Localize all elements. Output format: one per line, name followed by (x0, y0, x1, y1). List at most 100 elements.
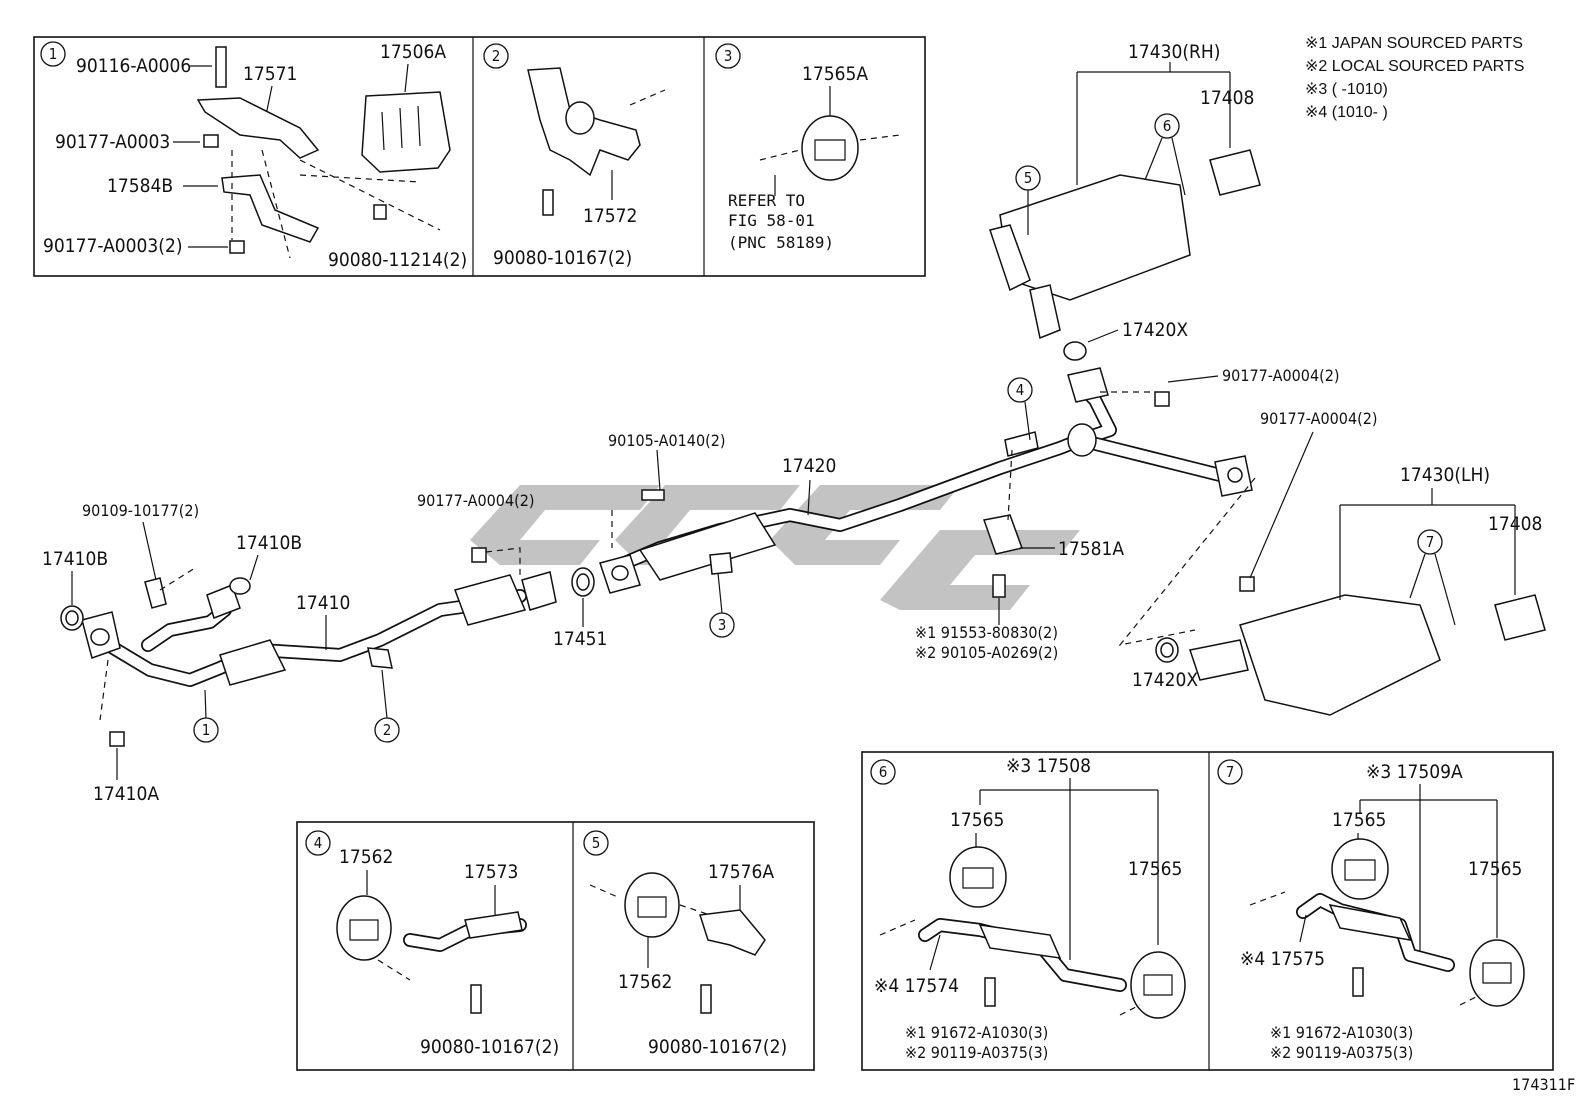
bolt-part (542, 189, 554, 216)
bolt-90105-A0140 (641, 489, 665, 501)
label-17420X-lh: 17420X (1132, 669, 1198, 691)
label-17410A: 17410A (93, 783, 159, 805)
label-17451: 17451 (553, 628, 607, 650)
bolt-part (373, 204, 387, 220)
inset-2-marker (483, 43, 509, 69)
bolt-part (1352, 967, 1364, 997)
label-17565-7a: 17565 (1332, 809, 1386, 831)
note-japan-sourced: ※1 JAPAN SOURCED PARTS (1305, 35, 1523, 52)
inset-3-number: 3 (724, 47, 733, 65)
inset-1-marker (40, 41, 66, 67)
muffler-lh-17430: 7 (1155, 529, 1546, 716)
label-17581A: 17581A (1058, 538, 1124, 560)
hanger-17565-part-7b (1469, 939, 1525, 1007)
label-90080-10167-2-5: 90080-10167(2) (648, 1036, 787, 1058)
label-17562-5: 17562 (618, 971, 672, 993)
label-90177-A0003: 90177-A0003 (55, 131, 170, 153)
callout-7-top-marker (1417, 529, 1443, 555)
label-90105-A0269-2: ※2 90105-A0269(2) (915, 643, 1058, 662)
rh-outlet-flange (1067, 367, 1109, 403)
label-17574: ※4 17574 (874, 975, 959, 997)
inset-panel-bottom-center (296, 821, 815, 1071)
center-pipe-17420 (471, 367, 1256, 646)
label-17508: ※3 17508 (1006, 755, 1091, 777)
catalytic-converter-rear (454, 574, 527, 626)
muffler-lh-inlet (1189, 639, 1249, 681)
label-90080-11214-2: 90080-11214(2) (328, 249, 467, 271)
front-pipe-17410 (60, 567, 557, 747)
bracket-17584B-part (221, 174, 320, 243)
bolt-part (700, 984, 712, 1014)
callout-7-top-number: 7 (1426, 533, 1435, 551)
inset-1: 1 90116-A0006 17571 17506A 90177-A0003 1… (40, 41, 467, 271)
inset-5: 5 17576A 17562 90080-10167(2) (583, 830, 787, 1058)
nut-center (471, 547, 487, 563)
label-17575: ※4 17575 (1240, 948, 1325, 970)
label-90177-A0004-lh: 90177-A0004(2) (1260, 409, 1377, 428)
label-90177-A0004-center: 90177-A0004(2) (417, 491, 534, 510)
inset-6-marker (870, 759, 896, 785)
note-until-1010: ※3 ( -1010) (1305, 81, 1388, 98)
refer-line-2: FIG 58-01 (728, 211, 815, 230)
rear-flange-17410 (521, 571, 557, 611)
refer-line-1: REFER TO (728, 191, 805, 210)
label-17420X-rh: 17420X (1122, 319, 1188, 341)
label-90080-10167-2-4: 90080-10167(2) (420, 1036, 559, 1058)
label-17584B: 17584B (107, 175, 173, 197)
label-17430-LH: 17430(LH) (1400, 464, 1490, 486)
watermark-logo (470, 485, 1080, 610)
inset-5-marker (583, 830, 609, 856)
muffler-rh-17430: 5 6 (989, 113, 1261, 361)
callout-2-number: 2 (383, 721, 392, 739)
hanger-17562-part-5 (624, 872, 680, 938)
label-17572: 17572 (583, 205, 637, 227)
callout-6-top-marker (1154, 113, 1180, 139)
label-17565-6b: 17565 (1128, 858, 1182, 880)
label-90119-A0375-3-6: ※2 90119-A0375(3) (905, 1043, 1048, 1062)
label-90080-10167-2: 90080-10167(2) (493, 247, 632, 269)
tail-pipe-17408-rh (1209, 149, 1261, 196)
note-from-1010: ※4 (1010- ) (1305, 104, 1388, 121)
bolt-support (992, 574, 1006, 598)
callout-4-number: 4 (1016, 381, 1025, 399)
label-91553-80830-2: ※1 91553-80830(2) (915, 623, 1058, 642)
hanger-bracket-3 (709, 552, 733, 575)
bracket-17571-part (196, 97, 320, 159)
label-91672-A1030-3-6: ※1 91672-A1030(3) (905, 1023, 1048, 1042)
hanger-17576A-part (699, 909, 766, 956)
label-90105-A0140-2: 90105-A0140(2) (608, 431, 725, 450)
gasket-17420X-rh (1063, 341, 1087, 361)
label-17565-6a: 17565 (950, 809, 1004, 831)
label-17576A: 17576A (708, 861, 774, 883)
label-17506A: 17506A (380, 41, 446, 63)
label-90116-A0006: 90116-A0006 (76, 55, 191, 77)
inset-6-number: 6 (879, 763, 888, 781)
bolt-part (470, 984, 482, 1014)
inset-2: 2 17572 90080-10167(2) (483, 43, 666, 269)
main-labels: 17430(RH) 17408 17420X 90177-A0004(2) 90… (42, 41, 1542, 805)
nut-part (203, 134, 219, 148)
inset-panel-bottom-right (861, 751, 1554, 1071)
label-90177-A0004-rh: 90177-A0004(2) (1222, 366, 1339, 385)
label-17430-RH: 17430(RH) (1128, 41, 1220, 63)
center-joint (1067, 423, 1097, 457)
hanger-17565-part-6b (1130, 951, 1186, 1019)
muffler-lh-body (1239, 594, 1441, 716)
label-17562-4: 17562 (339, 846, 393, 868)
hanger-bracket-2 (367, 647, 393, 669)
inset-5-number: 5 (592, 834, 601, 852)
main-callouts: 1 2 3 4 (193, 377, 1033, 743)
inset-7-marker (1217, 759, 1243, 785)
label-17565-7b: 17565 (1468, 858, 1522, 880)
refer-line-3: (PNC 58189) (728, 233, 834, 252)
hanger-17565-part-7a (1331, 838, 1389, 900)
label-17420: 17420 (782, 455, 836, 477)
label-17571: 17571 (243, 63, 297, 85)
callout-1-number: 1 (202, 721, 211, 739)
nut-17410A (109, 731, 125, 747)
nut-rh (1154, 391, 1170, 407)
stud-bolt-part (215, 46, 227, 88)
inset-6: 6 ※3 17508 17565 17565 ※4 17574 ※1 91672… (870, 755, 1186, 1062)
hanger-17565-part-6a (949, 846, 1007, 908)
front-flange-2 (206, 584, 241, 619)
